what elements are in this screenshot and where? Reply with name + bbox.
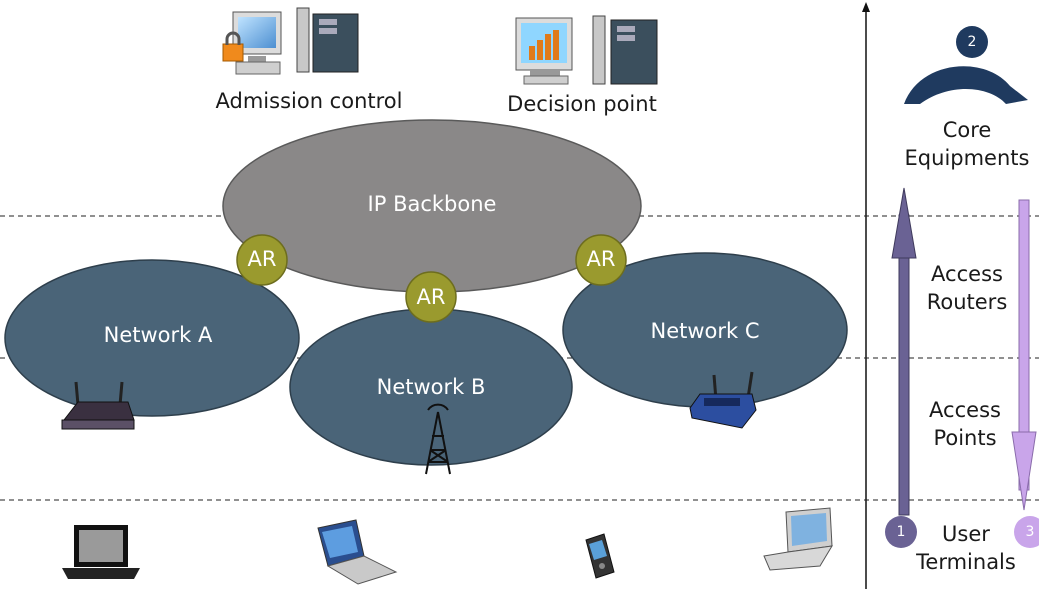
step-1-number: 1 xyxy=(896,524,906,540)
network-a-label: Network A xyxy=(103,323,213,347)
up-arrow-head xyxy=(891,187,917,259)
step-1-marker xyxy=(885,516,917,548)
routers-line2: Routers xyxy=(926,290,1008,314)
tablet-laptop-icon xyxy=(317,519,398,585)
laptop-icon xyxy=(62,525,140,579)
ip-backbone-label: IP Backbone xyxy=(367,192,497,216)
network-a-cloud xyxy=(4,259,300,417)
server-tower-icon xyxy=(592,15,658,85)
core-curved-arrow xyxy=(904,66,1028,104)
radio-tower-icon xyxy=(425,403,451,475)
access-router-label: AR xyxy=(416,285,446,309)
access-routers-label: Access Routers xyxy=(927,260,1008,316)
network-b-label: Network B xyxy=(376,375,486,399)
access-router-label: AR xyxy=(247,247,277,271)
user-terminals-label: User Terminals xyxy=(916,520,1016,576)
terminals-line2: Terminals xyxy=(916,550,1016,574)
access-router-node xyxy=(405,271,457,323)
lock-computer-icon xyxy=(222,11,282,75)
down-arrow-head xyxy=(1011,431,1037,511)
network-c-label: Network C xyxy=(650,319,760,343)
axis-arrowhead xyxy=(862,2,870,12)
pda-phone-icon xyxy=(585,533,615,579)
up-arrow-shaft xyxy=(898,214,910,516)
core-line1: Core xyxy=(942,118,992,142)
decision-point-label: Decision point xyxy=(507,92,657,116)
wireless-router-icon xyxy=(689,371,757,429)
terminals-line1: User xyxy=(942,522,990,546)
access-router-node xyxy=(236,234,288,286)
chart-monitor-icon xyxy=(515,17,573,85)
routers-line1: Access xyxy=(931,262,1003,286)
step-2-number: 2 xyxy=(967,34,977,50)
core-line2: Equipments xyxy=(904,146,1030,170)
wireless-router-icon xyxy=(61,381,135,430)
points-line1: Access xyxy=(929,398,1001,422)
core-equipments-label: Core Equipments xyxy=(905,116,1030,172)
laptop-icon xyxy=(763,507,833,571)
step-3-marker xyxy=(1014,516,1039,548)
access-router-label: AR xyxy=(586,247,616,271)
points-line2: Points xyxy=(933,426,997,450)
access-points-label: Access Points xyxy=(929,396,1001,452)
access-router-node xyxy=(575,234,627,286)
step-3-number: 3 xyxy=(1025,524,1035,540)
admission-control-label: Admission control xyxy=(215,89,403,113)
server-tower-icon xyxy=(296,7,359,73)
step-2-marker xyxy=(956,26,988,58)
